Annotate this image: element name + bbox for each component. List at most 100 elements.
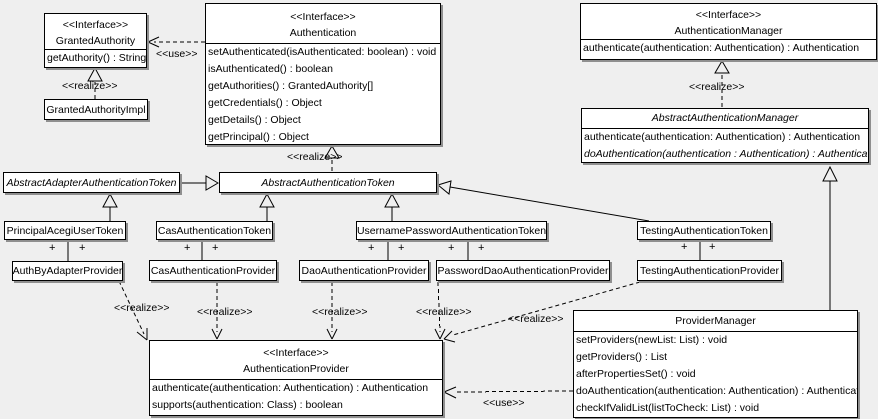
class-box-principal-acegi-user-token[interactable]: PrincipalAcegiUserToken bbox=[4, 221, 126, 240]
generalization-abstractadapter-to-abstracttoken bbox=[180, 175, 219, 191]
method-label: authenticate(authentication: Authenticat… bbox=[152, 382, 429, 394]
realize-label: <<realize>> bbox=[416, 306, 472, 318]
association-end-label: + bbox=[79, 242, 86, 254]
method-label: doAuthentication(authentication : Authen… bbox=[584, 148, 869, 160]
association-end-label: + bbox=[368, 242, 375, 254]
realize-label: <<realize>> bbox=[287, 151, 343, 163]
class-box-granted-authority-impl[interactable]: GrantedAuthorityImpl bbox=[44, 99, 148, 120]
realize-daoauthenticationprovider bbox=[326, 282, 338, 340]
association-end-label: + bbox=[709, 241, 716, 253]
method-label: getPrincipal() : Object bbox=[208, 131, 309, 143]
method-label: getProviders() : List bbox=[576, 351, 668, 363]
class-name: CasAuthenticationToken bbox=[157, 224, 272, 237]
use-dependency-providermanager bbox=[443, 386, 574, 399]
association-end-label: + bbox=[49, 242, 56, 254]
class-box-granted-authority[interactable]: <<Interface>> GrantedAuthority getAuthor… bbox=[44, 13, 147, 68]
method-label: getAuthority() : String bbox=[47, 52, 147, 64]
use-label: <<use>> bbox=[156, 48, 198, 60]
stereotype-label: <<Interface>> bbox=[695, 9, 762, 21]
realize-testingauthenticationprovider bbox=[443, 281, 641, 343]
class-name: AuthenticationManager bbox=[674, 25, 783, 37]
realize-casauthenticationprovider bbox=[211, 282, 223, 340]
method-label: afterPropertiesSet() : void bbox=[576, 368, 696, 380]
method-label: checkIfValidList(listToCheck: List) : vo… bbox=[576, 402, 760, 414]
realize-abstractauthenticationtoken bbox=[324, 145, 340, 171]
method-label: setAuthenticated(isAuthenticated: boolea… bbox=[208, 46, 437, 58]
class-box-password-dao-authentication-provider[interactable]: PasswordDaoAuthenticationProvider bbox=[436, 260, 610, 281]
class-name: Authentication bbox=[289, 27, 357, 39]
class-box-testing-authentication-token[interactable]: TestingAuthenticationToken bbox=[637, 221, 771, 240]
class-name: TestingAuthenticationProvider bbox=[640, 264, 779, 277]
class-box-auth-by-adapter-provider[interactable]: AuthByAdapterProvider bbox=[12, 261, 123, 281]
class-name: GrantedAuthority bbox=[55, 35, 136, 47]
class-header: <<Interface>> AuthenticationProvider bbox=[150, 341, 442, 377]
generalization-providermanager bbox=[822, 165, 838, 310]
class-name: ProviderManager bbox=[675, 315, 756, 327]
class-box-provider-manager[interactable]: ProviderManager setProviders(newList: Li… bbox=[573, 310, 858, 418]
stereotype-label: <<Interface>> bbox=[290, 11, 356, 23]
realize-label: <<realize>> bbox=[312, 306, 368, 318]
class-box-testing-authentication-provider[interactable]: TestingAuthenticationProvider bbox=[637, 260, 782, 281]
generalization-cas-token bbox=[259, 192, 275, 221]
compartment-divider bbox=[45, 49, 146, 50]
class-header: <<Interface>> Authentication bbox=[206, 4, 440, 41]
realize-authbyadapterprovider bbox=[118, 280, 148, 341]
realize-label: <<realize>> bbox=[62, 80, 118, 92]
realize-abstractauthenticationmanager bbox=[714, 60, 730, 107]
method-label: getDetails() : Object bbox=[208, 114, 301, 126]
method-label: setProviders(newList: List) : void bbox=[576, 334, 728, 346]
use-label: <<use>> bbox=[483, 397, 525, 409]
method-label: supports(authentication: Class) : boolea… bbox=[152, 399, 343, 411]
compartment-divider bbox=[574, 331, 857, 332]
use-dependency-authentication-grantedauthority bbox=[147, 36, 205, 48]
generalization-testing-token bbox=[436, 180, 650, 222]
class-box-authentication-manager[interactable]: <<Interface>> AuthenticationManager auth… bbox=[580, 3, 877, 60]
association-end-label: + bbox=[184, 242, 191, 254]
class-box-authentication[interactable]: <<Interface>> Authentication setAuthenti… bbox=[205, 3, 441, 145]
generalization-principal-token bbox=[102, 192, 118, 221]
association-end-label: + bbox=[212, 242, 219, 254]
method-label: getAuthorities() : GrantedAuthority[] bbox=[208, 80, 374, 92]
stereotype-label: <<Interface>> bbox=[263, 347, 329, 359]
class-header: <<Interface>> AuthenticationManager bbox=[581, 4, 876, 39]
association-end-label: + bbox=[681, 241, 688, 253]
class-box-username-password-authentication-token[interactable]: UsernamePasswordAuthenticationToken bbox=[356, 221, 547, 240]
compartment-divider bbox=[150, 379, 442, 380]
association-end-label: + bbox=[448, 242, 455, 254]
class-name: AuthenticationProvider bbox=[243, 363, 349, 375]
class-name: UsernamePasswordAuthenticationToken bbox=[356, 224, 547, 237]
compartment-divider bbox=[581, 39, 876, 40]
class-box-cas-authentication-provider[interactable]: CasAuthenticationProvider bbox=[149, 260, 277, 281]
class-box-authentication-provider[interactable]: <<Interface>> AuthenticationProvider aut… bbox=[149, 340, 443, 416]
class-name: AbstractAdapterAuthenticationToken bbox=[6, 176, 177, 189]
realize-grantedauthorityimpl bbox=[87, 66, 103, 99]
class-name: PasswordDaoAuthenticationProvider bbox=[437, 264, 609, 277]
class-header: <<Interface>> GrantedAuthority bbox=[45, 14, 146, 49]
class-box-abstract-adapter-authentication-token[interactable]: AbstractAdapterAuthenticationToken bbox=[3, 172, 180, 193]
class-name: CasAuthenticationProvider bbox=[150, 264, 276, 277]
class-name: TestingAuthenticationToken bbox=[640, 224, 768, 237]
generalization-usernamepassword-token bbox=[384, 192, 400, 221]
compartment-divider bbox=[582, 128, 868, 129]
stereotype-label: <<Interface>> bbox=[62, 19, 129, 31]
class-name: PrincipalAcegiUserToken bbox=[6, 224, 124, 237]
class-box-dao-authentication-provider[interactable]: DaoAuthenticationProvider bbox=[299, 260, 429, 281]
class-name: AbstractAuthenticationManager bbox=[651, 112, 799, 124]
compartment-divider bbox=[206, 43, 440, 44]
association-end-label: + bbox=[478, 242, 485, 254]
realize-label: <<realize>> bbox=[197, 306, 253, 318]
method-label: getCredentials() : Object bbox=[208, 97, 322, 109]
class-box-cas-authentication-token[interactable]: CasAuthenticationToken bbox=[156, 221, 273, 240]
realize-label: <<realize>> bbox=[508, 313, 564, 325]
class-name: GrantedAuthorityImpl bbox=[46, 103, 146, 116]
realize-passworddaoauthenticationprovider bbox=[434, 281, 446, 340]
association-end-label: + bbox=[398, 242, 405, 254]
method-label: isAuthenticated() : boolean bbox=[208, 63, 333, 75]
method-label: authenticate(authentication: Authenticat… bbox=[583, 42, 860, 54]
realize-label: <<realize>> bbox=[114, 302, 170, 314]
class-name: AuthByAdapterProvider bbox=[12, 265, 123, 277]
class-box-abstract-authentication-token[interactable]: AbstractAuthenticationToken bbox=[219, 172, 437, 193]
class-box-abstract-authentication-manager[interactable]: AbstractAuthenticationManager authentica… bbox=[581, 108, 869, 163]
